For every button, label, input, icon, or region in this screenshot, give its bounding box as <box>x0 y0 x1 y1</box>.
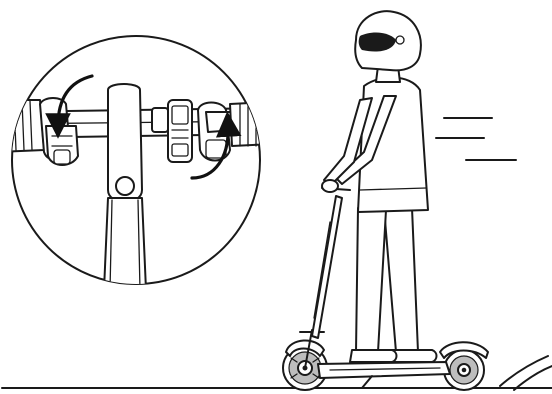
rider <box>322 11 437 362</box>
rear-wheel <box>444 350 484 390</box>
control-unit <box>168 100 192 162</box>
wind-swoosh <box>500 356 552 390</box>
rider-leg-front <box>356 208 386 352</box>
scooter-deck <box>318 362 450 378</box>
rider-hand <box>322 180 338 192</box>
kickstand <box>362 376 372 388</box>
rider-shoe-front <box>350 350 397 362</box>
right-grip <box>230 102 272 146</box>
helmet-icon <box>355 11 421 70</box>
handlebar-detail-view <box>0 36 272 290</box>
left-grip <box>0 90 44 152</box>
steering-column <box>312 196 342 338</box>
rider-leg-back <box>384 208 418 352</box>
stem-column <box>104 84 146 290</box>
motion-speed-lines <box>436 118 516 160</box>
stem-clamp <box>152 108 168 132</box>
